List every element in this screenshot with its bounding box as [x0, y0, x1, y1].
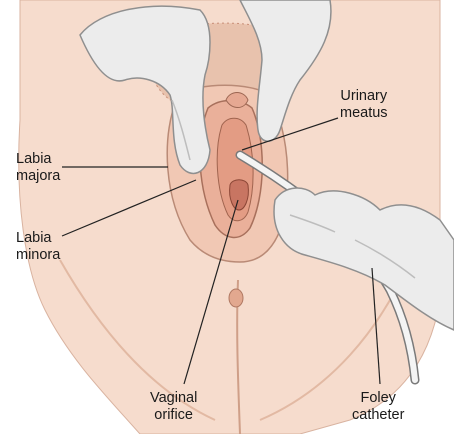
label-labia-minora-line1: Labia: [16, 230, 60, 247]
label-vaginal-orifice-line2: orifice: [150, 407, 197, 424]
label-labia-minora-line2: minora: [16, 247, 60, 264]
anus: [229, 289, 243, 307]
label-labia-majora-line2: majora: [16, 168, 60, 185]
label-foley-catheter: Foley catheter: [352, 390, 404, 424]
label-foley-catheter-line1: Foley: [352, 390, 404, 407]
label-vaginal-orifice: Vaginal orifice: [150, 390, 197, 424]
label-urinary-meatus-line2: meatus: [340, 105, 388, 122]
label-labia-minora: Labia minora: [16, 230, 60, 264]
label-labia-majora-line1: Labia: [16, 151, 60, 168]
label-labia-majora: Labia majora: [16, 151, 60, 185]
label-urinary-meatus: Urinary meatus: [340, 88, 388, 122]
label-foley-catheter-line2: catheter: [352, 407, 404, 424]
label-vaginal-orifice-line1: Vaginal: [150, 390, 197, 407]
label-urinary-meatus-line1: Urinary: [340, 88, 388, 105]
